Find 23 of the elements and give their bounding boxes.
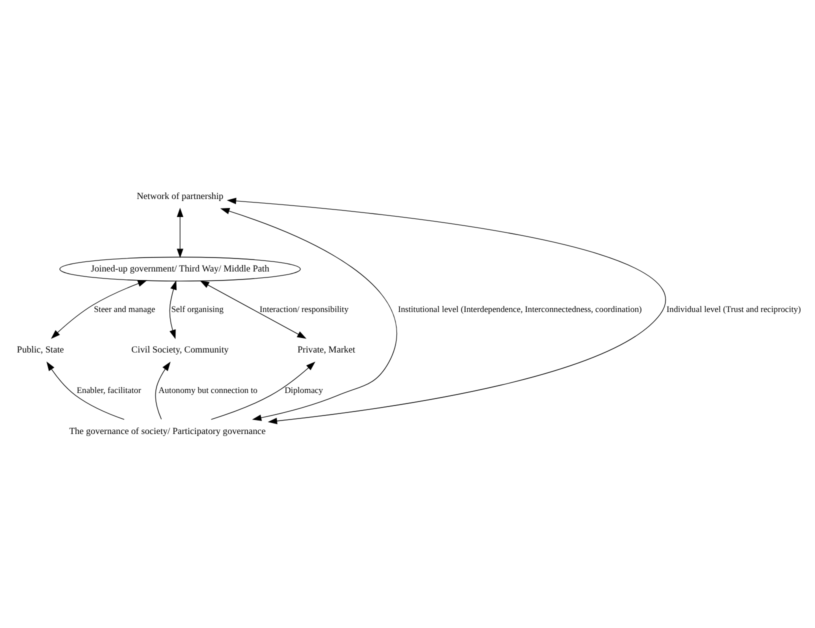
- node-ellipse: Joined-up government/ Third Way/ Middle Path: [59, 256, 301, 282]
- node-text: Private, Market: [297, 346, 356, 356]
- node-text: Network of partnership: [136, 192, 224, 202]
- arrow: [176, 208, 184, 258]
- edge-label: Institutional level (Interdependence, Interconnectedness, coordination): [398, 304, 642, 314]
- edge-label: Interaction/ responsibility: [260, 304, 349, 314]
- edge-label: Enabler, facilitator: [76, 385, 142, 396]
- edge-label: Steer and manage: [94, 304, 156, 314]
- arrow: [220, 208, 397, 421]
- node-text: Public, State: [16, 346, 64, 356]
- edge-label: Autonomy but connection to: [158, 385, 258, 396]
- edge-label: Individual level (Trust and reciprocity): [666, 304, 801, 314]
- edge-label: Diplomacy: [284, 385, 323, 396]
- node-text: Civil Society, Community: [131, 346, 229, 356]
- arrow: [200, 280, 306, 339]
- arrow: [210, 362, 316, 420]
- arrow: [155, 362, 171, 420]
- arrow: [226, 198, 666, 424]
- edge-label: Self organising: [171, 304, 224, 314]
- arrow: [50, 280, 148, 339]
- arrow: [169, 280, 177, 340]
- arrow: [46, 362, 124, 420]
- node-text: The governance of society/ Participatory governance: [69, 426, 266, 437]
